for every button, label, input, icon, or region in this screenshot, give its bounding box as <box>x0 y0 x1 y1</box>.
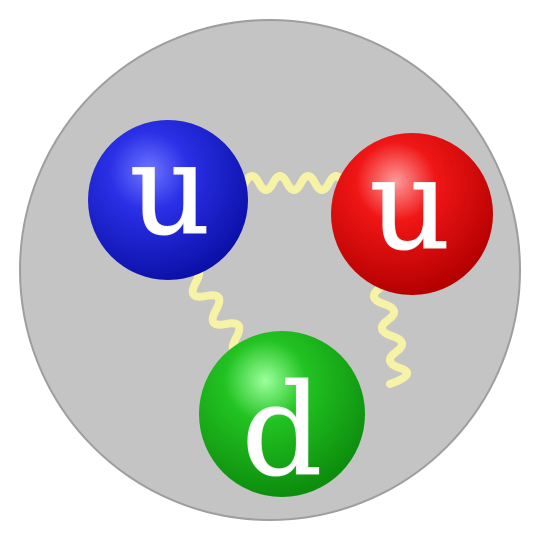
quark-label-green: d <box>242 357 323 504</box>
quark-label-blue: u <box>129 116 210 263</box>
quark-label-red: u <box>369 131 450 278</box>
